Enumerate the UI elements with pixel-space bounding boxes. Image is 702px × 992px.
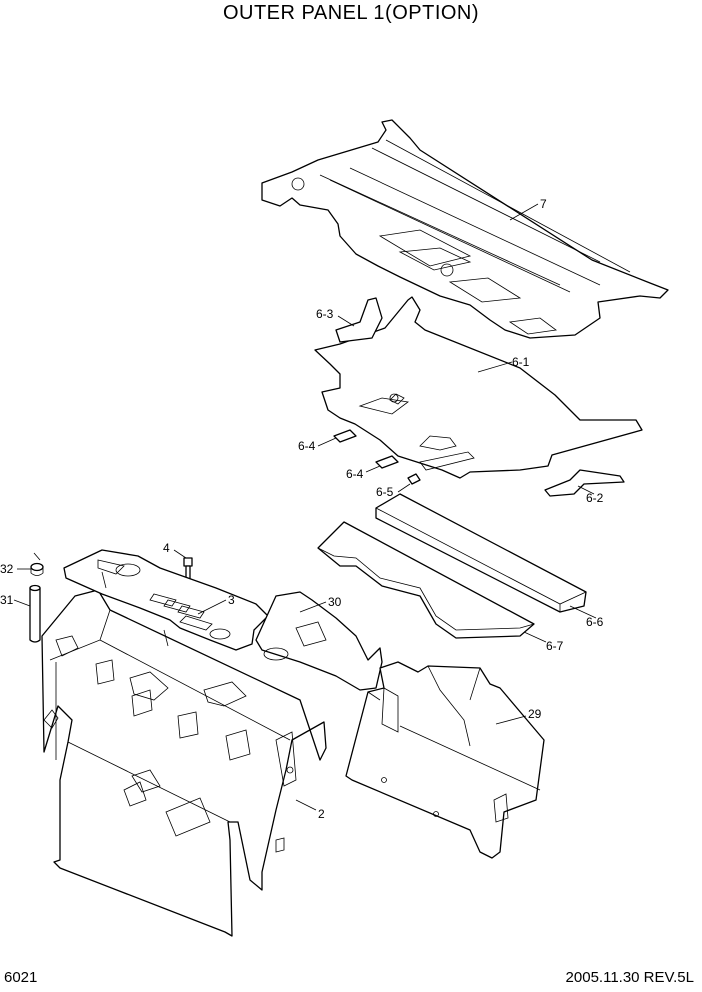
part-6-5-clip bbox=[407, 473, 421, 485]
part-6-7-stepped-pad bbox=[317, 521, 535, 639]
part-6-2-strip bbox=[544, 469, 625, 497]
page-title: OUTER PANEL 1(OPTION) bbox=[222, 2, 480, 24]
part-2-main-panel bbox=[41, 589, 327, 937]
callout-6-6: 6-6 bbox=[586, 615, 604, 629]
callout-6-4b: 6-4 bbox=[346, 467, 364, 481]
part-panel-bracket-2 bbox=[203, 681, 247, 707]
part-6-3-strip bbox=[335, 297, 383, 343]
callout-6-3: 6-3 bbox=[316, 307, 334, 321]
part-29-console-cover bbox=[345, 661, 545, 859]
callout-31: 31 bbox=[0, 593, 14, 607]
leader-lines bbox=[13, 203, 597, 811]
callout-6-4a: 6-4 bbox=[298, 439, 316, 453]
callout-29: 29 bbox=[528, 707, 542, 721]
part-32-cap bbox=[30, 562, 44, 576]
part-6-4-pad-a bbox=[333, 429, 357, 443]
callout-2: 2 bbox=[318, 807, 325, 821]
page-code: 6021 bbox=[4, 969, 38, 986]
callout-6-1: 6-1 bbox=[512, 355, 530, 369]
revision-date: 2005.11.30 REV.5L bbox=[565, 969, 694, 986]
callout-6-2: 6-2 bbox=[586, 491, 604, 505]
callout-30: 30 bbox=[328, 595, 342, 609]
part-30-bracket bbox=[255, 591, 383, 691]
part-6-6-foam-pad bbox=[375, 493, 587, 613]
part-31-pin bbox=[29, 584, 41, 643]
part-3-top-plate bbox=[63, 549, 269, 651]
callout-32: 32 bbox=[0, 562, 14, 576]
part-7-floor-plate bbox=[261, 119, 669, 339]
callout-6-5: 6-5 bbox=[376, 485, 394, 499]
part-panel-bracket bbox=[129, 671, 169, 701]
callout-3: 3 bbox=[228, 593, 235, 607]
callout-6-7: 6-7 bbox=[546, 639, 564, 653]
callout-4: 4 bbox=[163, 541, 170, 555]
part-6-1-mat bbox=[314, 296, 643, 479]
callout-7: 7 bbox=[540, 197, 547, 211]
